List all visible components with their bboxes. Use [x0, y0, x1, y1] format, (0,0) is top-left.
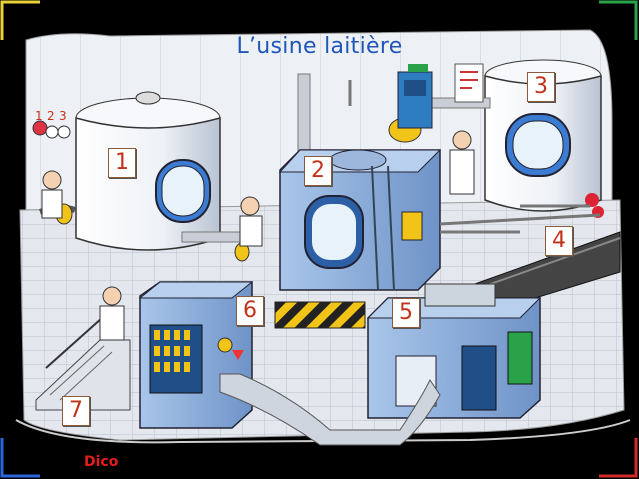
marker-2[interactable]: 2 — [304, 156, 332, 186]
wall-gauge-digit: 1 — [35, 109, 43, 123]
worker-figures — [41, 130, 475, 341]
storage-tank-1[interactable] — [39, 91, 221, 251]
marker-3[interactable]: 3 — [527, 72, 555, 102]
wall-gauge-digit: 2 — [47, 109, 55, 123]
marker-1[interactable]: 1 — [108, 148, 136, 178]
staircase-7[interactable] — [35, 317, 131, 411]
dico-button[interactable]: Dico — [84, 454, 119, 470]
wall-chart — [454, 63, 484, 103]
marker-6[interactable]: 6 — [236, 296, 264, 326]
wall-gauges: 1 2 3 — [32, 109, 71, 139]
marker-5[interactable]: 5 — [392, 298, 420, 328]
hazard-floor-stripe — [274, 301, 366, 329]
conveyor-belt-center — [219, 373, 441, 446]
scene-title: L’usine laitière — [236, 34, 403, 59]
marker-4[interactable]: 4 — [545, 226, 573, 256]
wall-gauge-digit: 3 — [59, 109, 67, 123]
marker-7[interactable]: 7 — [62, 396, 90, 426]
